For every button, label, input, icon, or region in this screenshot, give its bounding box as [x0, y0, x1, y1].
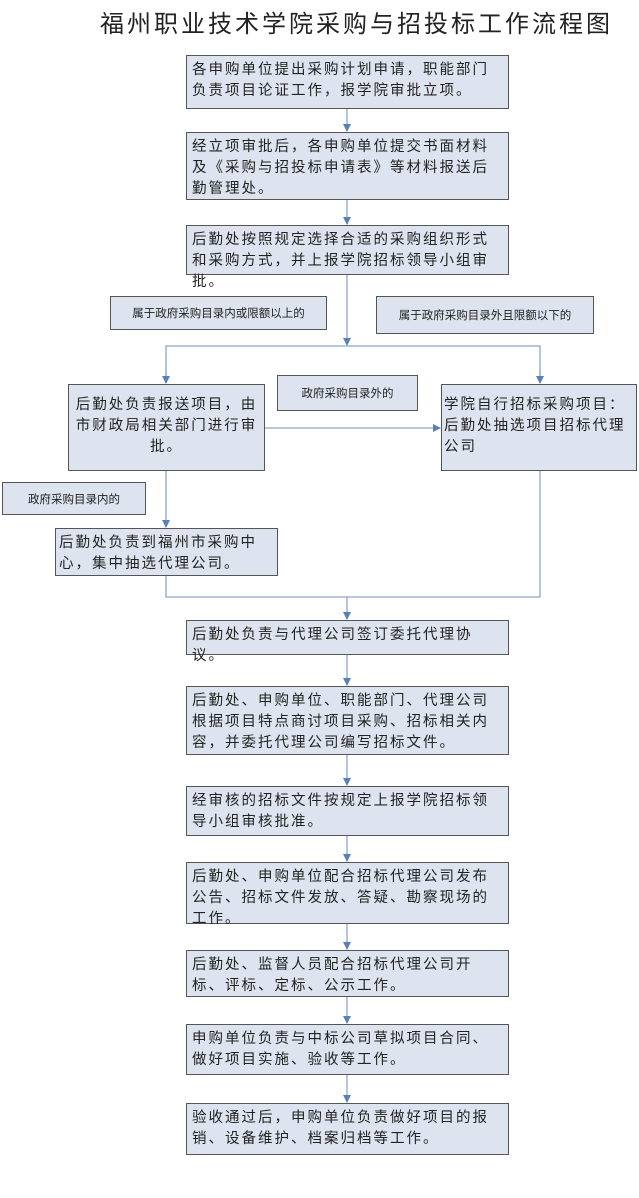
- label-inside-catalog: 政府采购目录内的: [2, 482, 146, 515]
- step-5-box: 后勤处、申购单位、职能部门、代理公司根据项目特点商讨项目采购、招标相关内容，并委…: [186, 686, 509, 755]
- label-below-limit: 属于政府采购目录外且限额以下的: [376, 296, 594, 334]
- step-1-box: 各申购单位提出采购计划申请，职能部门负责项目论证工作，报学院审批立项。: [186, 55, 509, 109]
- label-above-limit: 属于政府采购目录内或限额以上的: [110, 296, 327, 330]
- left-branch-box: 后勤处负责报送项目，由市财政局相关部门进行审批。: [68, 384, 265, 471]
- step-6-box: 经审核的招标文件按规定上报学院招标领导小组审核批准。: [186, 786, 509, 836]
- step-3-box: 后勤处按照规定选择合适的采购组织形式和采购方式，并上报学院招标领导小组审批。: [186, 225, 509, 290]
- page-title: 福州职业技术学院采购与招投标工作流程图: [100, 10, 613, 38]
- step-7-box: 后勤处、申购单位配合招标代理公司发布公告、招标文件发放、答疑、勘察现场的工作。: [186, 862, 509, 927]
- merge-line: [165, 471, 541, 598]
- step-2-box: 经立项审批后，各申购单位提交书面材料及《采购与招投标申请表》等材料报送后勤管理处…: [186, 132, 509, 200]
- split-line: [165, 345, 541, 383]
- label-outside-catalog: 政府采购目录外的: [277, 375, 418, 411]
- center-procurement-box: 后勤处负责到福州市采购中心，集中抽选代理公司。: [55, 528, 278, 576]
- step-9-box: 申购单位负责与中标公司草拟项目合同、做好项目实施、验收等工作。: [186, 1024, 509, 1075]
- right-branch-box: 学院自行招标采购项目：后勤处抽选项目招标代理公司: [441, 384, 637, 471]
- step-8-box: 后勤处、监督人员配合招标代理公司开标、评标、定标、公示工作。: [186, 950, 509, 997]
- step-10-box: 验收通过后，申购单位负责做好项目的报销、设备维护、档案归档等工作。: [186, 1103, 509, 1155]
- step-4-box: 后勤处负责与代理公司签订委托代理协议。: [186, 620, 509, 664]
